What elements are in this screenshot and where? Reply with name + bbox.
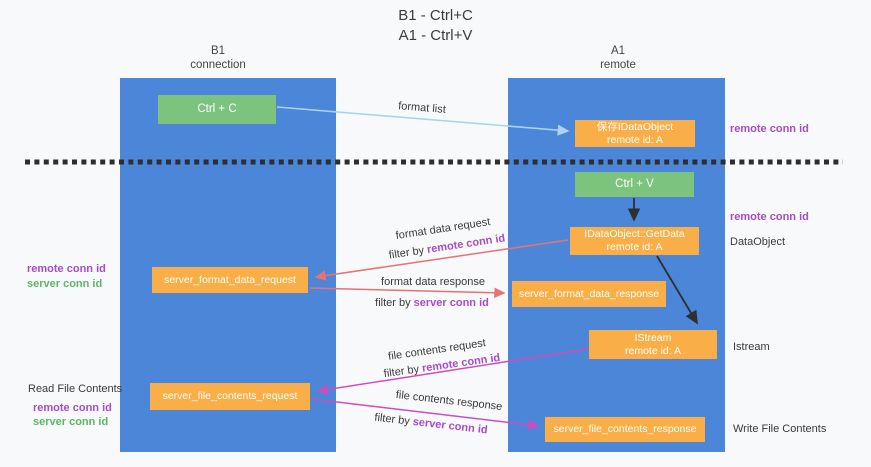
diagram-title: B1 - Ctrl+C A1 - Ctrl+V <box>0 6 871 46</box>
node-server-file-contents-response: server_file_contents_response <box>545 417 705 442</box>
side-label-left-server-conn-id: server conn id <box>27 278 103 290</box>
arrow-format-data-request <box>314 239 569 281</box>
arrow-file-contents-request <box>316 348 589 395</box>
node-save-idataobject-title: 保存IDataObject <box>596 120 674 133</box>
node-server-format-data-request: server_format_data_request <box>152 267 308 293</box>
node-istream-remote-id: remote id: A <box>624 344 682 357</box>
node-istream: IStream remote id: A <box>589 330 717 359</box>
node-idataobject-getdata: IDataObject::GetData remote id: A <box>570 227 699 255</box>
arrow-getdata-to-istream <box>656 255 698 325</box>
arrow-file-contents-response <box>311 398 540 431</box>
lane-header-b1: B1 connection <box>170 44 266 72</box>
arrow-format-list <box>276 106 570 136</box>
node-getdata-title: IDataObject::GetData <box>584 228 685 240</box>
title-line-1: B1 - Ctrl+C <box>398 7 473 24</box>
server-conn-id-text: server conn id <box>413 297 489 309</box>
side-label-left-remote-conn-id: remote conn id <box>27 263 106 275</box>
side-label-write-file-contents: Write File Contents <box>733 423 827 435</box>
node-server-format-data-response: server_format_data_response <box>512 281 666 307</box>
side-label-istream: Istream <box>733 341 770 353</box>
lane-b1-subtitle: connection <box>190 59 246 71</box>
side-label-left2-server-conn-id: server conn id <box>33 416 109 428</box>
title-line-2: A1 - Ctrl+V <box>398 27 473 44</box>
arrow-format-data-response <box>309 287 506 298</box>
side-label-left2-remote-conn-id: remote conn id <box>33 402 112 414</box>
lane-b1-name: B1 <box>210 45 226 57</box>
label-filter-by-server-1: filter by server conn id <box>375 297 489 309</box>
node-ctrl-v: Ctrl + V <box>575 172 694 197</box>
node-save-idataobject-remote-id: remote id: A <box>606 133 664 146</box>
node-server-file-contents-request: server_file_contents_request <box>150 383 310 410</box>
node-istream-title: IStream <box>634 331 672 344</box>
node-ctrl-c: Ctrl + C <box>158 95 276 124</box>
lane-a1-subtitle: remote <box>600 59 636 71</box>
node-save-idataobject: 保存IDataObject remote id: A <box>575 120 695 147</box>
side-label-read-file-contents: Read File Contents <box>28 383 123 395</box>
lane-a1-name: A1 <box>610 45 626 57</box>
side-label-remote-conn-id-mid: remote conn id <box>730 211 809 223</box>
side-label-remote-conn-id-top: remote conn id <box>730 123 809 135</box>
side-label-dataobject: DataObject <box>730 236 786 248</box>
node-getdata-remote-id: remote id: A <box>606 241 663 253</box>
label-format-data-response: format data response <box>381 276 485 288</box>
lane-header-a1: A1 remote <box>570 44 666 72</box>
filter-by-text: filter by <box>375 297 411 309</box>
